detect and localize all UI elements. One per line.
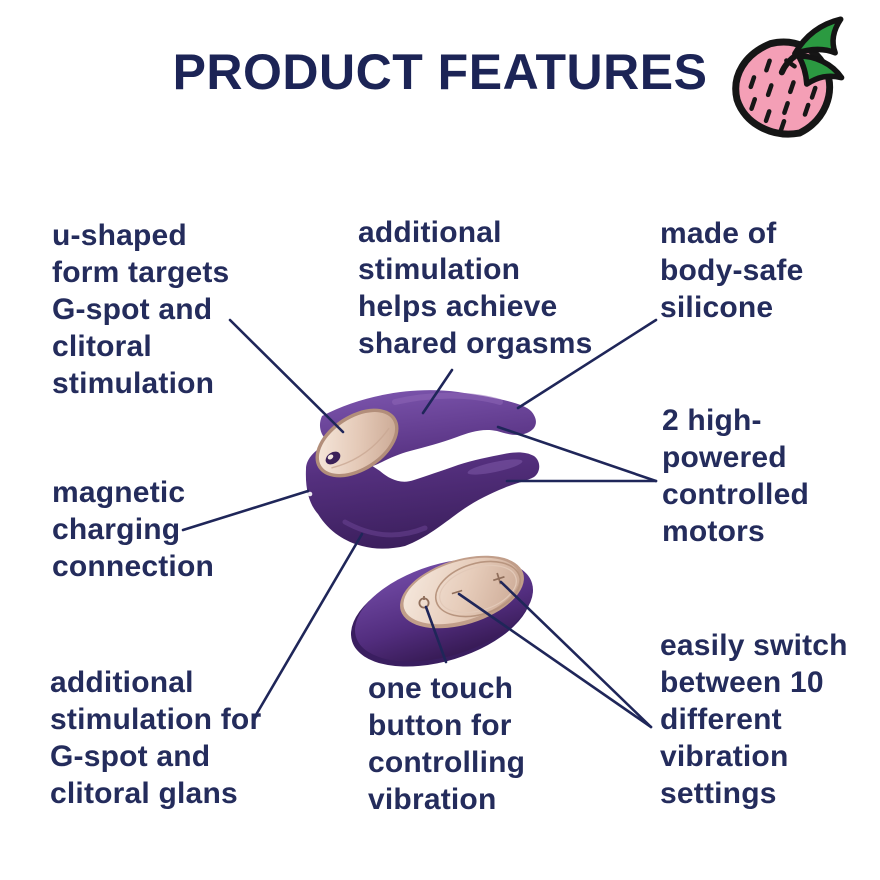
- callout-line-u-shaped: [228, 318, 345, 434]
- power-button-icon: [418, 596, 430, 609]
- device-highlight-bottom: [342, 519, 428, 538]
- remote-illustration: + −: [351, 555, 534, 667]
- callout-line-settings-a: [457, 592, 653, 729]
- strawberry-icon: [732, 16, 845, 138]
- device-button-hole: [325, 451, 341, 465]
- callout-line-magnetic: [181, 489, 310, 532]
- remote-button-ring-inner: [439, 564, 517, 614]
- device-button-dot: [327, 454, 334, 460]
- device-illustration: [305, 390, 540, 549]
- callout-line-shared: [421, 368, 454, 415]
- callout-lines: [181, 318, 658, 729]
- callout-line-gspot: [251, 532, 364, 722]
- strawberry-leaves: [778, 16, 845, 87]
- page-title: PRODUCT FEATURES: [172, 44, 708, 100]
- callout-line-motors-upper: [496, 425, 658, 483]
- callout-line-settings-b: [499, 580, 653, 729]
- charging-contact-dot: [307, 491, 313, 497]
- device-highlight: [392, 392, 503, 405]
- device-inner-arm-highlight: [467, 459, 523, 475]
- callout-line-silicone: [516, 318, 658, 410]
- callout-line-button: [424, 605, 448, 664]
